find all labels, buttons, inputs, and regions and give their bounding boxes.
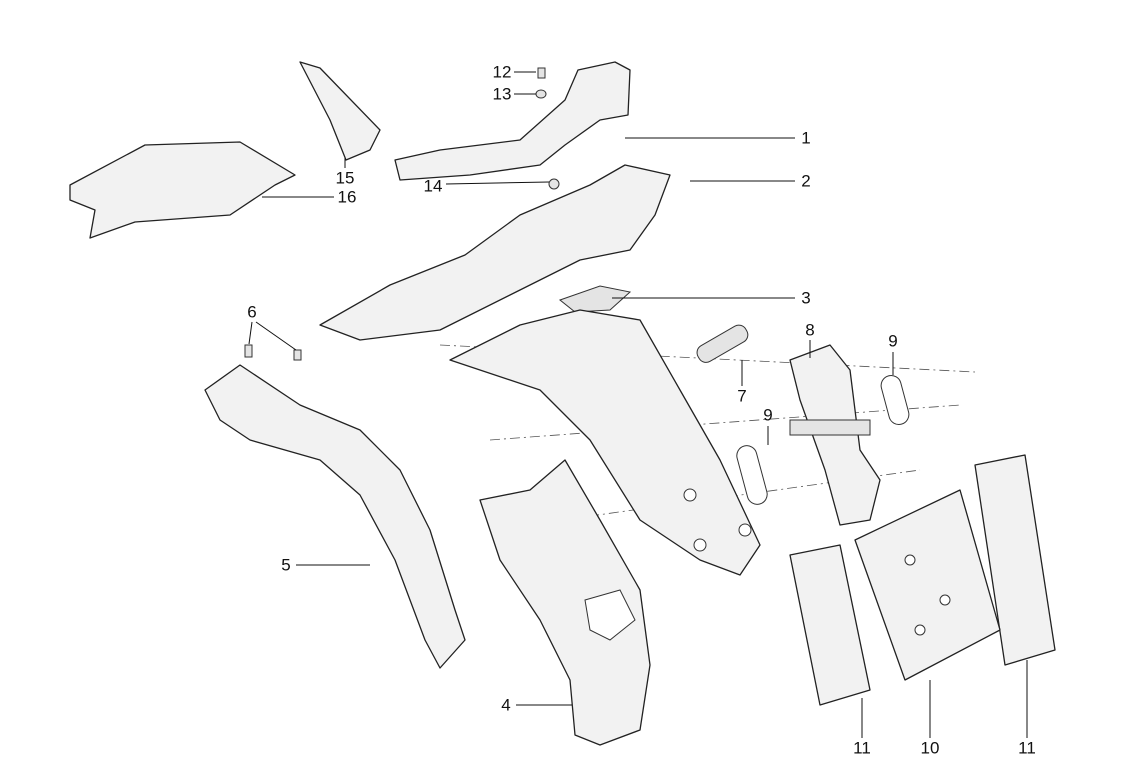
callout-13: 13 bbox=[492, 84, 512, 104]
part-9-pad bbox=[736, 445, 768, 505]
rear-mudguard-upper bbox=[449, 309, 761, 576]
callout-11: 11 bbox=[853, 738, 871, 758]
hole bbox=[914, 624, 926, 636]
callout-11: 11 bbox=[1018, 738, 1036, 758]
part-10-license-plate-mount bbox=[854, 489, 1001, 681]
hole bbox=[693, 538, 707, 552]
callout-8: 8 bbox=[805, 320, 815, 340]
callout-7: 7 bbox=[737, 386, 747, 406]
callout-5: 5 bbox=[281, 555, 291, 575]
part-11-plate bbox=[974, 454, 1056, 666]
part-4-lower-mudguard bbox=[479, 459, 651, 746]
callout-9: 9 bbox=[888, 331, 898, 351]
part-12-screw bbox=[537, 67, 546, 79]
part-13-washer bbox=[535, 89, 547, 99]
callout-6: 6 bbox=[247, 302, 257, 322]
callout-15: 15 bbox=[335, 168, 355, 188]
part-14-nut bbox=[548, 178, 560, 190]
callout-1: 1 bbox=[801, 128, 811, 148]
callout-12: 12 bbox=[492, 62, 512, 82]
callout-9: 9 bbox=[763, 405, 773, 425]
part-16-side-cover bbox=[69, 141, 296, 239]
callout-16: 16 bbox=[337, 187, 357, 207]
callout-4: 4 bbox=[501, 695, 511, 715]
hole bbox=[939, 594, 951, 606]
callout-3: 3 bbox=[801, 288, 811, 308]
part-2-rear-cover bbox=[319, 164, 671, 341]
part-7-gasket bbox=[696, 324, 749, 363]
part-1-grab-handle bbox=[394, 61, 631, 181]
part-5-bracket bbox=[204, 364, 466, 669]
part-15-trim bbox=[299, 61, 381, 161]
hole bbox=[683, 488, 697, 502]
hole bbox=[738, 523, 752, 537]
part-6-screw bbox=[293, 349, 302, 361]
hole bbox=[904, 554, 916, 566]
axis-line bbox=[489, 404, 961, 441]
callout-2: 2 bbox=[801, 171, 811, 191]
part-3-bracket bbox=[558, 285, 632, 313]
part-9-pad bbox=[880, 375, 910, 425]
part-11-plate bbox=[789, 544, 871, 706]
bar bbox=[789, 419, 871, 436]
leader-lines bbox=[248, 71, 1028, 738]
callout-14: 14 bbox=[423, 176, 443, 196]
callout-10: 10 bbox=[920, 738, 940, 758]
opening bbox=[584, 589, 636, 641]
part-6-screw bbox=[244, 344, 253, 358]
